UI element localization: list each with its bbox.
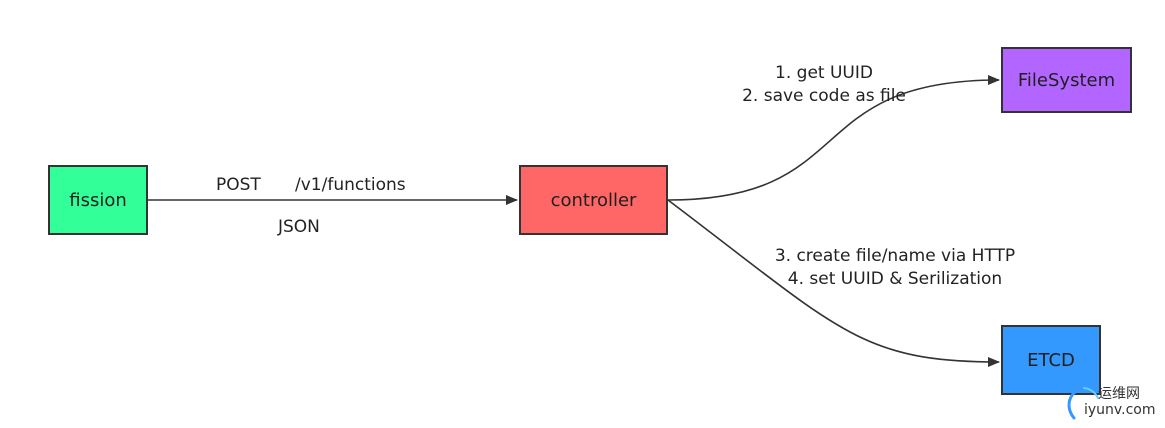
arrow-controller-filesystem: [667, 75, 1000, 201]
step-3-text: 3. create file/name via HTTP: [774, 246, 1016, 266]
step-4-text: 4. set UUID & Serilization: [787, 269, 1003, 289]
arrow-controller-etcd: [667, 199, 1000, 367]
fission-node: fission: [48, 165, 148, 235]
filesystem-node: FileSystem: [1001, 47, 1132, 113]
step-2-text: 2. save code as file: [742, 86, 906, 106]
etcd-node: ETCD: [1001, 325, 1101, 395]
endpoint-path-label: /v1/functions: [295, 175, 406, 195]
json-label: JSON: [278, 217, 320, 237]
step-1-text: 1. get UUID: [775, 63, 873, 83]
watermark-cn-text: 运维网: [1098, 386, 1140, 402]
post-method-label: POST: [216, 175, 261, 195]
controller-node: controller: [519, 165, 668, 235]
filesystem-steps-label: 1. get UUID 2. save code as file: [700, 62, 948, 108]
etcd-steps-label: 3. create file/name via HTTP 4. set UUID…: [740, 245, 1050, 291]
watermark-logo-icon: [1067, 386, 1099, 420]
watermark-en-text: iyunv.com: [1084, 402, 1156, 418]
